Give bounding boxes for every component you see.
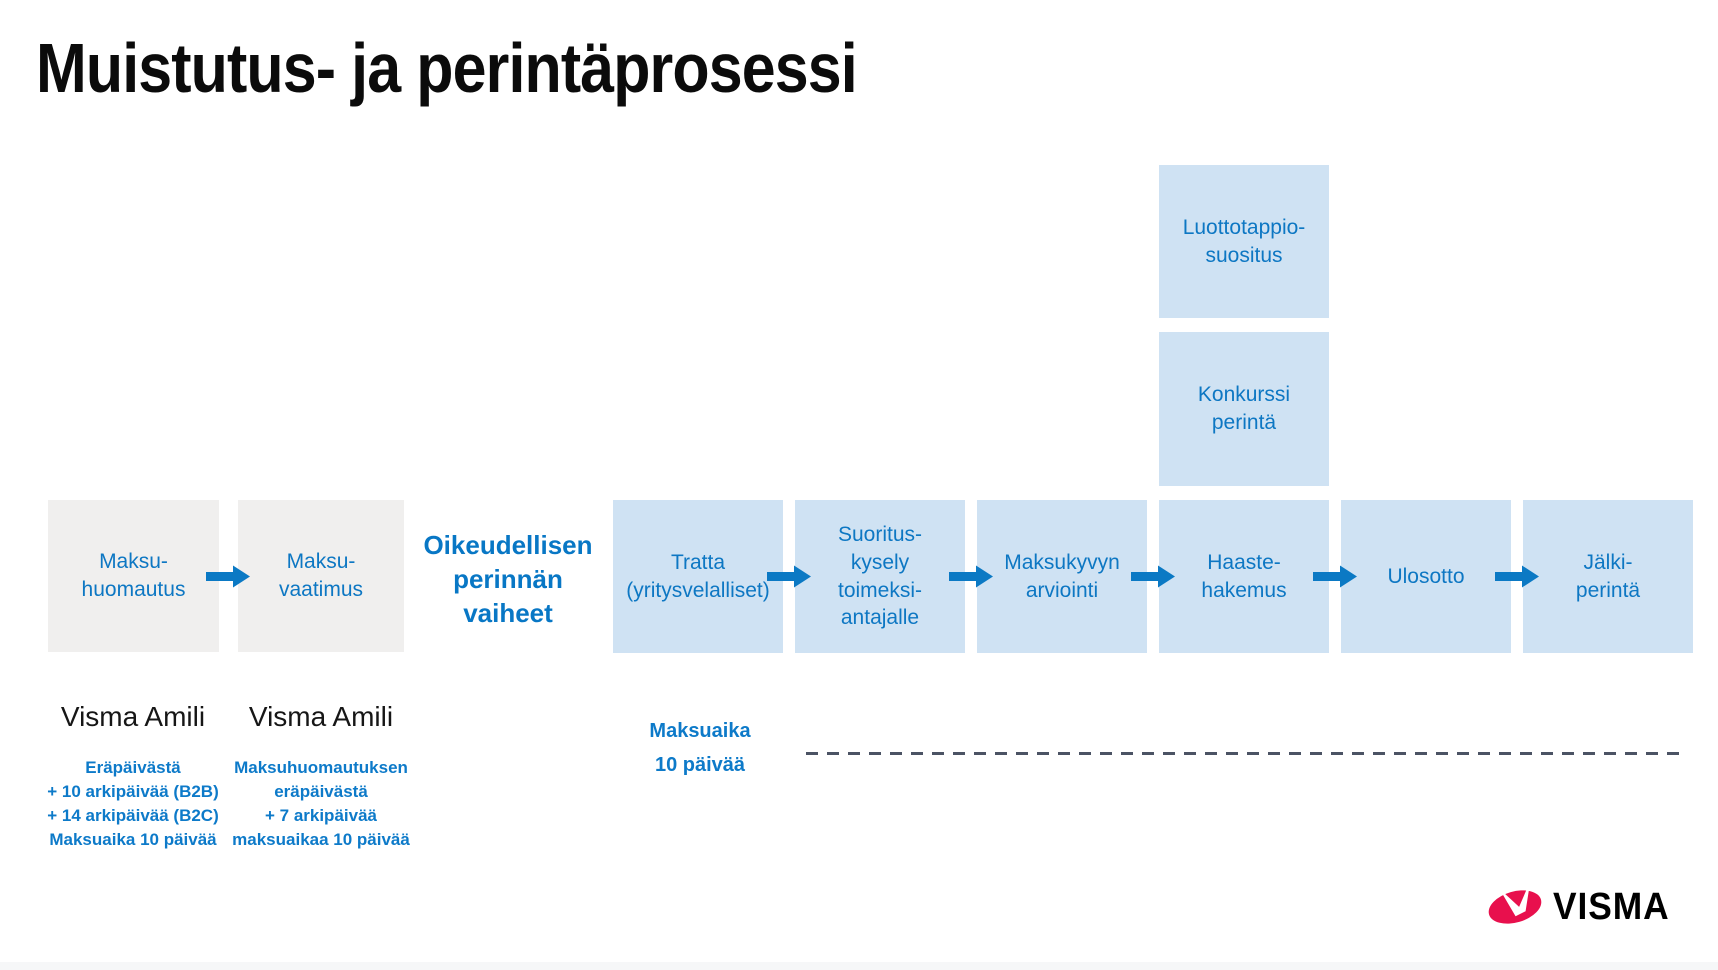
flow-arrow-icon — [1313, 565, 1357, 588]
process-box-suorituskysely: Suoritus- kysely toimeksi- antajalle — [795, 500, 965, 653]
process-box-label: Ulosotto — [1387, 564, 1465, 588]
legal-stage-heading: Oikeudellisen perinnän vaiheet — [423, 530, 593, 628]
process-box-haastehakemus: Haaste- hakemus — [1159, 500, 1329, 653]
amili-label-right: Visma Amili — [248, 701, 394, 732]
flow-arrow-icon — [767, 565, 811, 588]
bottom-edge-strip — [0, 962, 1718, 970]
process-box-tratta: Tratta (yritysvelalliset) — [613, 500, 783, 653]
process-box-konkurssiperinta: Konkurssi perintä — [1159, 332, 1329, 486]
amili-label-left: Visma Amili — [60, 701, 206, 732]
process-box-label: Tratta (yritysvelalliset) — [626, 550, 770, 602]
flow-arrow-icon — [1131, 565, 1175, 588]
process-box-label: Jälki- perintä — [1575, 550, 1641, 602]
flow-arrow-icon — [949, 565, 993, 588]
process-box-label: Maksu- vaatimus — [278, 550, 364, 601]
amili-details-right: Maksuhuomautuksen eräpäivästä + 7 arkipä… — [232, 758, 410, 849]
process-box-label: Suoritus- kysely toimeksi- antajalle — [837, 523, 923, 630]
process-box-label: Haaste- hakemus — [1201, 550, 1287, 602]
visma-swoosh-icon — [1488, 884, 1542, 924]
process-box-label: Maksukyvyn arviointi — [1004, 550, 1120, 602]
process-box-maksukyvyn-arviointi: Maksukyvyn arviointi — [977, 500, 1147, 653]
flow-arrow-icon — [1495, 565, 1539, 588]
process-box-label: Maksu- huomautus — [81, 550, 186, 601]
process-box-maksuvaatimus: Maksu- vaatimus — [238, 500, 404, 652]
process-box-maksuhuomautus: Maksu- huomautus — [48, 500, 219, 652]
page-title: Muistutus- ja perintäprosessi — [36, 29, 858, 107]
process-box-ulosotto: Ulosotto — [1341, 500, 1511, 653]
visma-wordmark: VISMA — [1553, 885, 1670, 928]
process-box-label: Luottotappio- suositus — [1182, 215, 1306, 267]
flow-arrow-icon — [206, 565, 250, 588]
process-box-luottotappiosuositus: Luottotappio- suositus — [1159, 165, 1329, 318]
timeline-dashed-line — [806, 752, 1684, 755]
visma-logo: VISMA — [1486, 884, 1678, 930]
process-box-label: Konkurssi perintä — [1197, 383, 1291, 434]
payment-term-label: Maksuaika 10 päivää — [649, 720, 751, 776]
process-box-jalkiperinta: Jälki- perintä — [1523, 500, 1693, 653]
amili-details-left: Eräpäivästä + 10 arkipäivää (B2B) + 14 a… — [47, 758, 219, 849]
